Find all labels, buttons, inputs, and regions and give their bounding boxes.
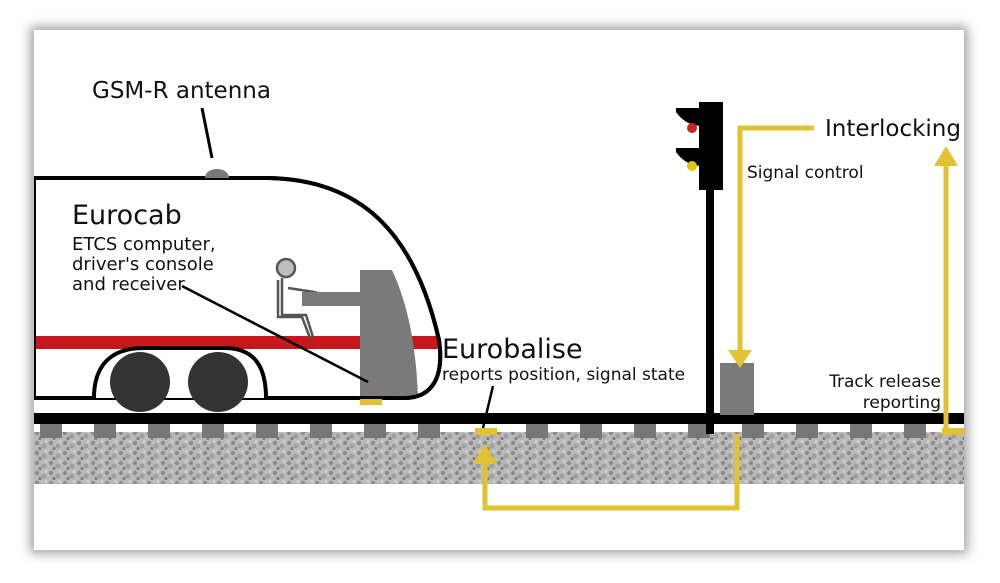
interlocking-arrowhead — [934, 146, 958, 166]
track-release-marker — [942, 428, 964, 435]
train — [34, 169, 443, 412]
signal-red-lamp — [687, 123, 697, 133]
signal — [676, 102, 723, 434]
eurocab-desc-line3: and receiver — [72, 274, 185, 295]
train-receiver-antenna — [360, 399, 382, 405]
rail — [34, 413, 964, 424]
signal-head — [699, 102, 723, 190]
eurocab-leader — [181, 284, 369, 384]
signal-yellow-lamp — [687, 161, 697, 171]
train-red-stripe — [34, 336, 441, 349]
signal-control-label: Signal control — [747, 163, 864, 183]
eurocab-title: Eurocab — [72, 200, 182, 231]
balise-feed-link — [482, 434, 740, 511]
ballast-bed — [34, 432, 964, 484]
wheel-front — [110, 352, 170, 412]
eurocab-unit — [360, 270, 418, 398]
sleepers — [40, 424, 926, 438]
eurobalise-marker — [475, 428, 497, 435]
antenna-leader — [200, 107, 214, 159]
track-release-device — [720, 363, 754, 415]
signal-control-arrowhead — [728, 350, 752, 368]
eurobalise-title: Eurobalise — [442, 334, 583, 365]
antenna-dome — [205, 169, 229, 178]
drivers-console — [302, 292, 364, 306]
wheel-rear — [188, 352, 248, 412]
interlocking-label: Interlocking — [825, 116, 961, 142]
signal-control-link — [737, 125, 814, 352]
track-release-label-line2: reporting — [863, 393, 941, 413]
signal-post — [706, 186, 714, 434]
gsmr-antenna-label: GSM-R antenna — [92, 78, 271, 104]
balise-arrowhead — [473, 444, 497, 464]
eurocab-desc-line2: driver's console — [72, 254, 214, 275]
eurobalise-leader — [481, 385, 495, 429]
diagram-frame: GSM-R antenna Eurocab ETCS computer, dri… — [34, 30, 964, 550]
communication-links — [482, 125, 949, 511]
eurobalise-desc: reports position, signal state — [442, 365, 685, 385]
eurocab-desc-line1: ETCS computer, — [72, 234, 216, 255]
etcs-diagram: GSM-R antenna Eurocab ETCS computer, dri… — [34, 78, 964, 511]
track-release-label-line1: Track release — [828, 372, 941, 392]
